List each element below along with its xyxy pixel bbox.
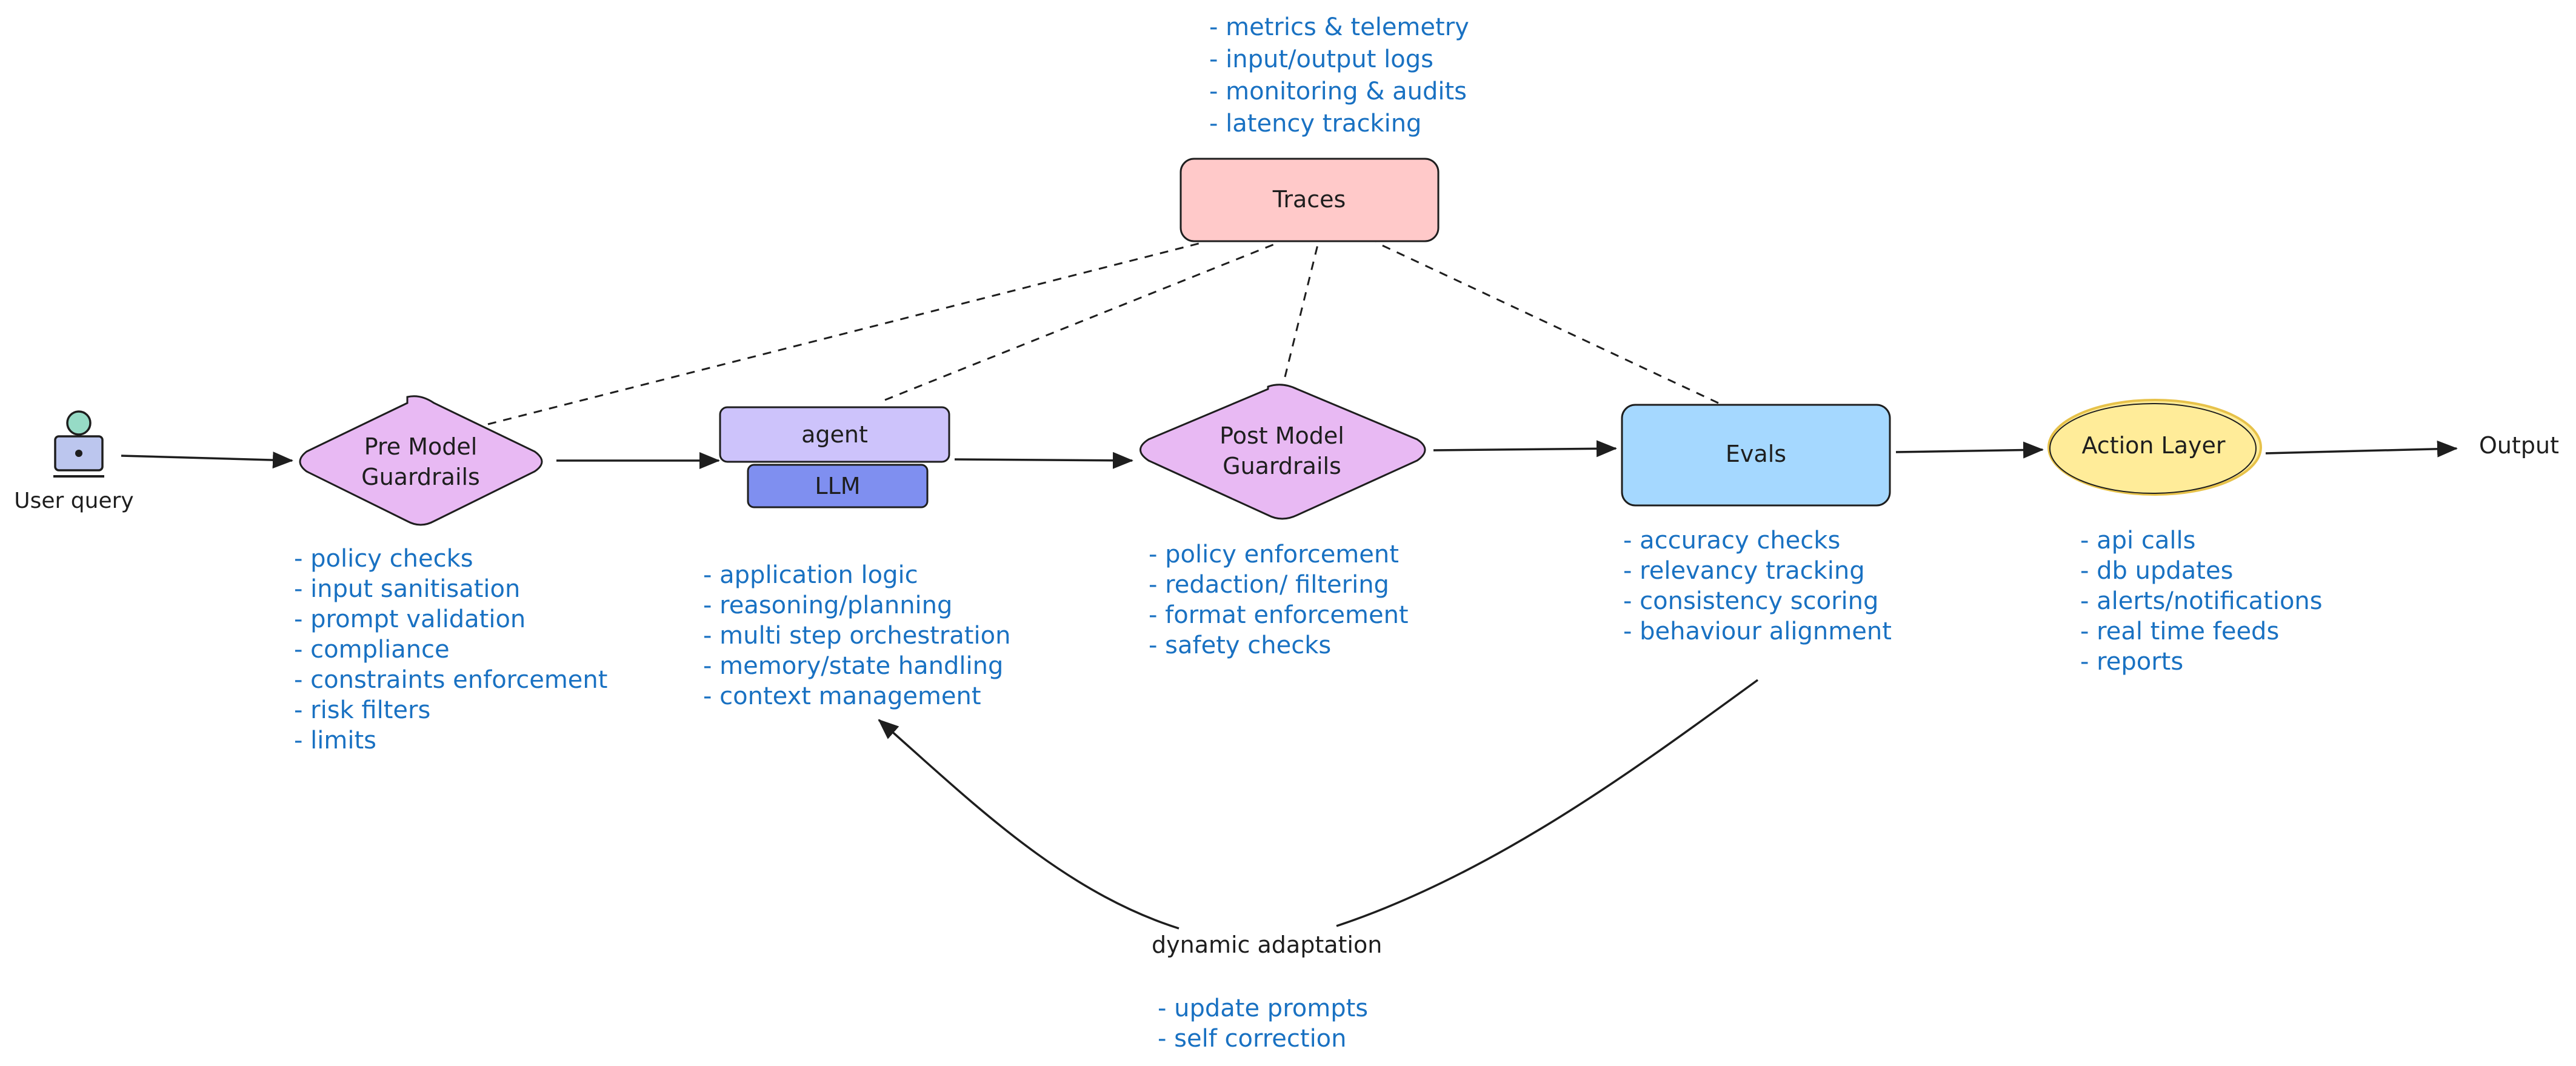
note-item: - multi step orchestration <box>703 622 1010 650</box>
pre-model-notes: - policy checks - input sanitisation - p… <box>294 545 607 755</box>
agent-box <box>719 406 950 463</box>
note-item: - relevancy tracking <box>1623 557 1865 585</box>
trace-link-evals <box>1375 241 1719 404</box>
user-icon <box>53 410 104 478</box>
note-item: - context management <box>703 682 981 710</box>
agent-label: agent <box>801 421 868 448</box>
action-layer-ellipse-sketch <box>2049 403 2257 494</box>
llm-node: LLM <box>747 464 929 508</box>
note-item: - input/output logs <box>1209 45 1433 73</box>
note-item: - latency tracking <box>1209 110 1421 138</box>
note-item: - prompt validation <box>294 605 526 633</box>
pre-model-guardrails-node: Pre Model Guardrails <box>299 395 543 526</box>
arrow-evals-to-action <box>1895 441 2044 459</box>
note-item: - api calls <box>2080 527 2195 555</box>
post-model-label-line1: Post Model <box>1220 422 1344 449</box>
pre-model-label-line1: Pre Model <box>364 433 478 460</box>
user-query-label: User query <box>14 488 133 513</box>
note-item: - db updates <box>2080 557 2233 585</box>
note-item: - update prompts <box>1158 994 1368 1022</box>
note-item: - memory/state handling <box>703 652 1003 680</box>
trace-link-pre-model <box>487 241 1204 425</box>
note-item: - safety checks <box>1149 631 1331 659</box>
note-item: - alerts/notifications <box>2080 587 2323 615</box>
action-layer-node: Action Layer <box>2047 399 2262 496</box>
traces-box <box>1180 158 1440 242</box>
traces-node: Traces <box>1180 158 1440 242</box>
note-item: - accuracy checks <box>1623 527 1840 555</box>
note-item: - self correction <box>1158 1025 1347 1053</box>
feedback-curve-from-evals <box>1336 679 1759 927</box>
post-model-label-line2: Guardrails <box>1223 453 1341 479</box>
traces-label: Traces <box>1272 186 1346 213</box>
trace-link-agent <box>884 241 1280 401</box>
pre-model-diamond <box>299 395 543 526</box>
action-layer-label: Action Layer <box>2081 432 2225 459</box>
arrow-user-to-pre-model <box>121 451 293 469</box>
pre-model-label-line2: Guardrails <box>361 464 480 490</box>
note-item: - metrics & telemetry <box>1209 13 1469 41</box>
note-item: - policy checks <box>294 545 473 573</box>
llm-label: LLM <box>815 473 860 499</box>
note-item: - behaviour alignment <box>1623 618 1892 645</box>
trace-link-post-model <box>1284 242 1320 378</box>
action-layer-notes: - api calls - db updates - alerts/notifi… <box>2080 527 2323 676</box>
note-item: - compliance <box>294 636 450 664</box>
note-item: - monitoring & audits <box>1209 78 1467 105</box>
note-item: - risk filters <box>294 696 430 724</box>
traces-notes: - metrics & telemetry - input/output log… <box>1209 13 1469 138</box>
action-layer-ellipse <box>2047 399 2262 496</box>
agent-node: agent <box>719 406 950 463</box>
arrow-post-model-to-evals <box>1433 440 1617 458</box>
note-item: - reports <box>2080 648 2183 676</box>
llm-box <box>747 464 929 508</box>
note-item: - real time feeds <box>2080 618 2279 645</box>
post-model-notes: - policy enforcement - redaction/ filter… <box>1149 541 1409 659</box>
arrow-action-to-output <box>2265 440 2458 458</box>
user-query-node: User query <box>14 410 134 513</box>
post-model-diamond <box>1140 384 1426 520</box>
note-item: - input sanitisation <box>294 575 520 603</box>
note-item: - application logic <box>703 561 918 589</box>
note-item: - format enforcement <box>1149 601 1409 629</box>
evals-node: Evals <box>1621 404 1891 507</box>
dynamic-adaptation-notes: - update prompts - self correction <box>1158 994 1368 1053</box>
note-item: - limits <box>294 727 376 755</box>
evals-box <box>1621 404 1891 507</box>
post-model-guardrails-node: Post Model Guardrails <box>1140 384 1426 520</box>
evals-notes: - accuracy checks - relevancy tracking -… <box>1623 527 1892 645</box>
evals-label: Evals <box>1726 441 1786 467</box>
note-item: - policy enforcement <box>1149 541 1399 568</box>
output-label: Output <box>2479 432 2559 459</box>
note-item: - reasoning/planning <box>703 591 952 619</box>
feedback-arrow-to-agent <box>878 719 1180 930</box>
note-item: - redaction/ filtering <box>1149 571 1389 599</box>
note-item: - consistency scoring <box>1623 587 1878 615</box>
agent-notes: - application logic - reasoning/planning… <box>703 561 1010 710</box>
dynamic-adaptation-label: dynamic adaptation <box>1152 931 1382 958</box>
arrow-llm-to-post-model <box>954 451 1133 469</box>
note-item: - constraints enforcement <box>294 666 607 694</box>
